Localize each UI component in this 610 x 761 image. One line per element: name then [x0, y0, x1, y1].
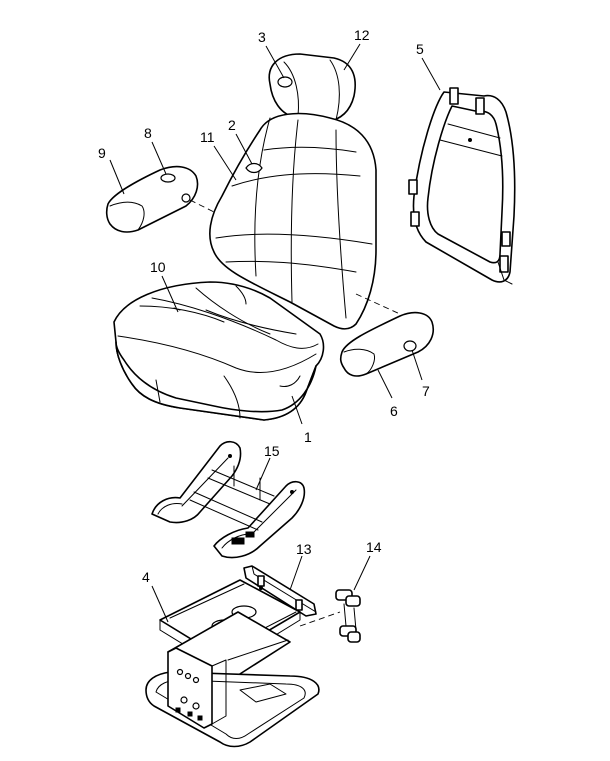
leader-15 — [255, 457, 271, 491]
seat-back-label-patch — [245, 162, 263, 174]
callout-1: 1 — [304, 429, 312, 445]
leader-11 — [213, 145, 237, 181]
part-seat-base — [145, 579, 320, 748]
callout-10: 10 — [150, 259, 166, 275]
callout-13: 13 — [296, 541, 312, 557]
headrest-label-patch — [277, 76, 293, 88]
part-shock-spacers — [299, 589, 361, 643]
callout-2: 2 — [228, 117, 236, 133]
callout-6: 6 — [390, 403, 398, 419]
callout-5: 5 — [416, 41, 424, 57]
part-seat-cushion — [113, 281, 325, 421]
leader-3 — [265, 45, 285, 79]
callout-4: 4 — [142, 569, 150, 585]
leader-lines — [109, 43, 441, 623]
part-bracket — [243, 565, 317, 617]
callout-labels: 1 2 3 4 5 6 7 8 9 10 11 12 13 14 15 — [98, 27, 430, 585]
leader-7 — [411, 349, 423, 381]
leader-12 — [343, 43, 361, 71]
callout-12: 12 — [354, 27, 370, 43]
part-left-armrest — [105, 165, 215, 233]
leader-14 — [353, 555, 371, 591]
callout-7: 7 — [422, 383, 430, 399]
left-armrest-cap — [160, 173, 176, 183]
leader-9 — [109, 159, 125, 195]
part-seat-back — [209, 112, 401, 330]
part-right-armrest — [339, 311, 434, 377]
leader-8 — [151, 141, 167, 175]
leader-13 — [289, 555, 303, 591]
leader-6 — [377, 369, 393, 399]
leader-4 — [151, 585, 169, 623]
callout-15: 15 — [264, 443, 280, 459]
callout-3: 3 — [258, 29, 266, 45]
leader-10 — [161, 275, 179, 313]
leader-2 — [235, 133, 253, 165]
part-back-frame — [408, 87, 516, 285]
leader-1 — [291, 395, 303, 425]
callout-14: 14 — [366, 539, 382, 555]
callout-11: 11 — [200, 129, 215, 145]
part-seat-pan-frame — [151, 440, 306, 559]
right-armrest-cap — [403, 340, 417, 352]
left-armrest-pivot — [181, 193, 191, 203]
callout-8: 8 — [144, 125, 152, 141]
leader-5 — [421, 57, 441, 91]
callout-9: 9 — [98, 145, 106, 161]
